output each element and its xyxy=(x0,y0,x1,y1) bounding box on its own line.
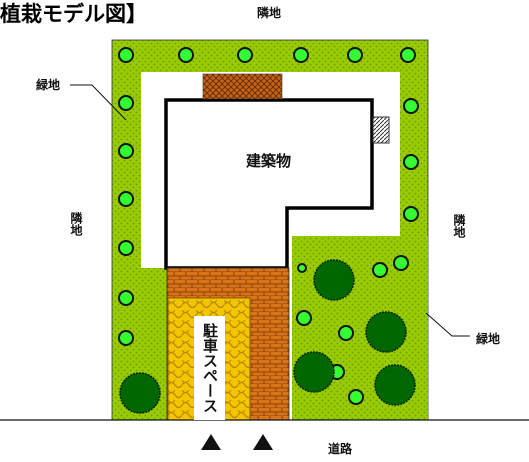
shrub-circle-icon xyxy=(403,98,419,114)
large-tree-icon xyxy=(374,364,416,406)
shrub-circle-icon xyxy=(237,47,253,63)
shrub-circle-icon xyxy=(347,47,363,63)
label-road: 道路 xyxy=(328,442,353,456)
shrub-circle-icon xyxy=(297,263,307,273)
shrub-circle-icon xyxy=(118,290,134,306)
shrub-circle-icon xyxy=(403,206,419,222)
shrub-circle-icon xyxy=(296,310,312,326)
shrub-circle-icon xyxy=(118,47,134,63)
label-parking: 駐車スペース xyxy=(194,316,225,420)
label-top-neighbor: 隣地 xyxy=(257,6,282,20)
large-tree-icon xyxy=(119,372,161,414)
large-tree-icon xyxy=(365,311,407,353)
large-tree-icon xyxy=(293,351,335,393)
label-greenery-left: 緑地 xyxy=(36,78,61,92)
label-left-neighbor: 隣地 xyxy=(69,212,83,236)
label-building: 建築物 xyxy=(246,153,292,170)
shrub-circle-icon xyxy=(118,240,134,256)
entrance-arrow-icon xyxy=(253,434,273,450)
shrub-group xyxy=(118,47,419,405)
entrance-arrow-icon xyxy=(201,434,221,450)
shrub-circle-icon xyxy=(293,47,309,63)
label-right-neighbor: 隣地 xyxy=(452,214,466,238)
label-greenery-right: 緑地 xyxy=(476,332,501,346)
outdoor-unit xyxy=(372,116,390,144)
shrub-circle-icon xyxy=(403,154,419,170)
large-tree-icon xyxy=(313,259,355,301)
shrub-circle-icon xyxy=(393,255,409,271)
deck xyxy=(202,73,283,100)
shrub-circle-icon xyxy=(118,143,134,159)
shrub-circle-icon xyxy=(118,95,134,111)
shrub-circle-icon xyxy=(372,262,388,278)
leader-line-greenery-left xyxy=(70,84,127,121)
leader-line-greenery-right xyxy=(425,312,470,337)
shrub-circle-icon xyxy=(348,389,364,405)
shrub-circle-icon xyxy=(118,191,134,207)
large-tree-group xyxy=(119,259,416,414)
shrub-circle-icon xyxy=(118,330,134,346)
shrub-circle-icon xyxy=(178,47,194,63)
shrub-circle-icon xyxy=(400,47,416,63)
building-outline xyxy=(164,98,374,270)
page-title: 植栽モデル図】 xyxy=(0,3,147,26)
shrub-circle-icon xyxy=(338,325,354,341)
